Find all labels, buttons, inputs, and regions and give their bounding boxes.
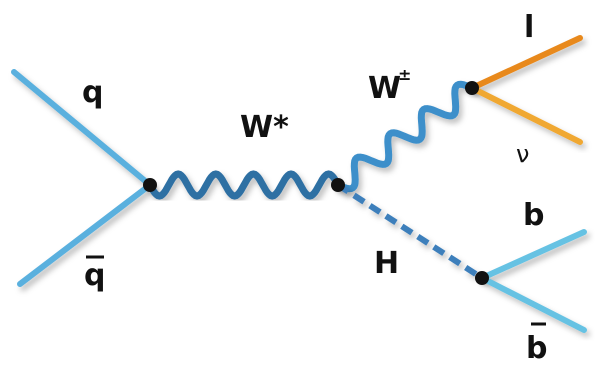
label-lepton: l	[524, 10, 534, 45]
higgs-line	[336, 182, 484, 281]
label-w-star: W*	[240, 110, 289, 145]
label-w-pm: W	[368, 71, 401, 106]
bbar-quark-line	[479, 275, 587, 333]
vertex-lnu	[465, 81, 479, 95]
label-neutrino: ν	[516, 140, 529, 168]
label-bbar-group: b	[526, 322, 547, 366]
vertex-qq	[143, 178, 157, 192]
vertex-wh	[331, 178, 345, 192]
quark-line-qbar	[17, 182, 153, 287]
label-qbar: q	[84, 258, 105, 293]
vertex-bb	[475, 271, 489, 285]
neutrino-line	[469, 85, 583, 145]
w-star-propagator	[146, 170, 342, 200]
label-bbar: b	[526, 331, 547, 366]
b-quark-line	[479, 229, 587, 281]
label-w-pm-group: W ±	[368, 65, 411, 106]
label-b: b	[523, 198, 544, 233]
lepton-line	[469, 35, 583, 91]
label-q: q	[82, 75, 103, 110]
quark-line-q	[11, 69, 153, 188]
label-w-pm-superscript: ±	[398, 65, 411, 84]
label-higgs: H	[374, 246, 399, 281]
label-qbar-group: q	[84, 255, 105, 293]
w-pm-boson-line	[334, 80, 476, 193]
